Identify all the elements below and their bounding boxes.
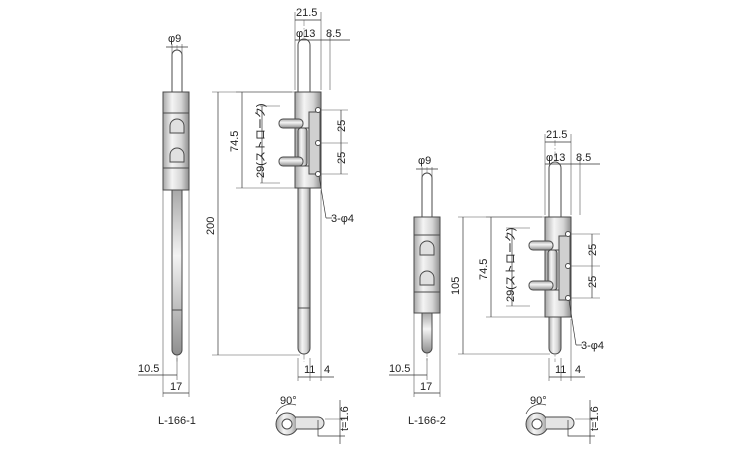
left-boss-dia-label: φ13 — [296, 28, 315, 40]
left-height-inner-label: 74.5 — [229, 131, 241, 152]
left-body-b-label: 4 — [324, 364, 330, 376]
right-product: φ9 21.5 φ13 8.5 25 25 74.5 — [389, 129, 604, 444]
right-bottom-detail: 90° t=1.6 — [525, 395, 601, 444]
left-model-label: L-166-1 — [158, 415, 196, 427]
left-pin-dia-label: φ9 — [168, 33, 181, 45]
left-stroke-label: 29(ストローク) — [254, 103, 267, 178]
left-total-length-label: 200 — [205, 217, 217, 235]
left-product: φ9 21.5 φ13 8.5 25 25 74.5 — [138, 7, 354, 444]
right-pin-dia-label: φ9 — [418, 155, 431, 167]
left-front-view — [278, 20, 322, 362]
right-boss-dia-label: φ13 — [546, 152, 565, 164]
right-base-offset-label: 10.5 — [389, 363, 410, 375]
right-angle-label: 90° — [530, 395, 547, 407]
left-base-offset-label: 10.5 — [138, 363, 159, 375]
right-pitch-a-label: 25 — [587, 244, 599, 256]
right-height-inner-label: 74.5 — [478, 259, 490, 280]
right-width-top-label: 21.5 — [546, 129, 567, 141]
left-body-a-label: 11 — [304, 364, 315, 376]
left-holes-label: 3-φ4 — [331, 213, 354, 225]
left-thickness-label: t=1.6 — [339, 406, 351, 431]
right-stroke-label: 29(ストローク) — [504, 227, 517, 302]
right-thickness-label: t=1.6 — [589, 406, 601, 431]
right-offset-top-label: 8.5 — [576, 152, 591, 164]
left-pitch-b-label: 25 — [336, 152, 348, 164]
right-model-label: L-166-2 — [408, 415, 446, 427]
left-pitch-a-label: 25 — [336, 120, 348, 132]
right-body-b-label: 4 — [575, 364, 581, 376]
right-body-a-label: 11 — [555, 364, 566, 376]
left-dimensions: φ9 21.5 φ13 8.5 25 25 74.5 — [138, 7, 354, 397]
right-base-width-label: 17 — [420, 381, 432, 393]
left-base-width-label: 17 — [170, 381, 182, 393]
right-pitch-b-label: 25 — [587, 276, 599, 288]
left-width-top-label: 21.5 — [296, 7, 317, 19]
left-offset-top-label: 8.5 — [326, 28, 341, 40]
left-angle-label: 90° — [280, 395, 297, 407]
right-holes-label: 3-φ4 — [581, 340, 604, 352]
right-dimensions: φ9 21.5 φ13 8.5 25 25 74.5 — [389, 129, 604, 397]
right-front-view — [528, 140, 572, 362]
left-bottom-detail: 90° t=1.6 — [275, 395, 351, 444]
left-side-view — [162, 45, 190, 362]
right-total-length-label: 105 — [450, 277, 462, 295]
right-side-view — [413, 167, 441, 362]
